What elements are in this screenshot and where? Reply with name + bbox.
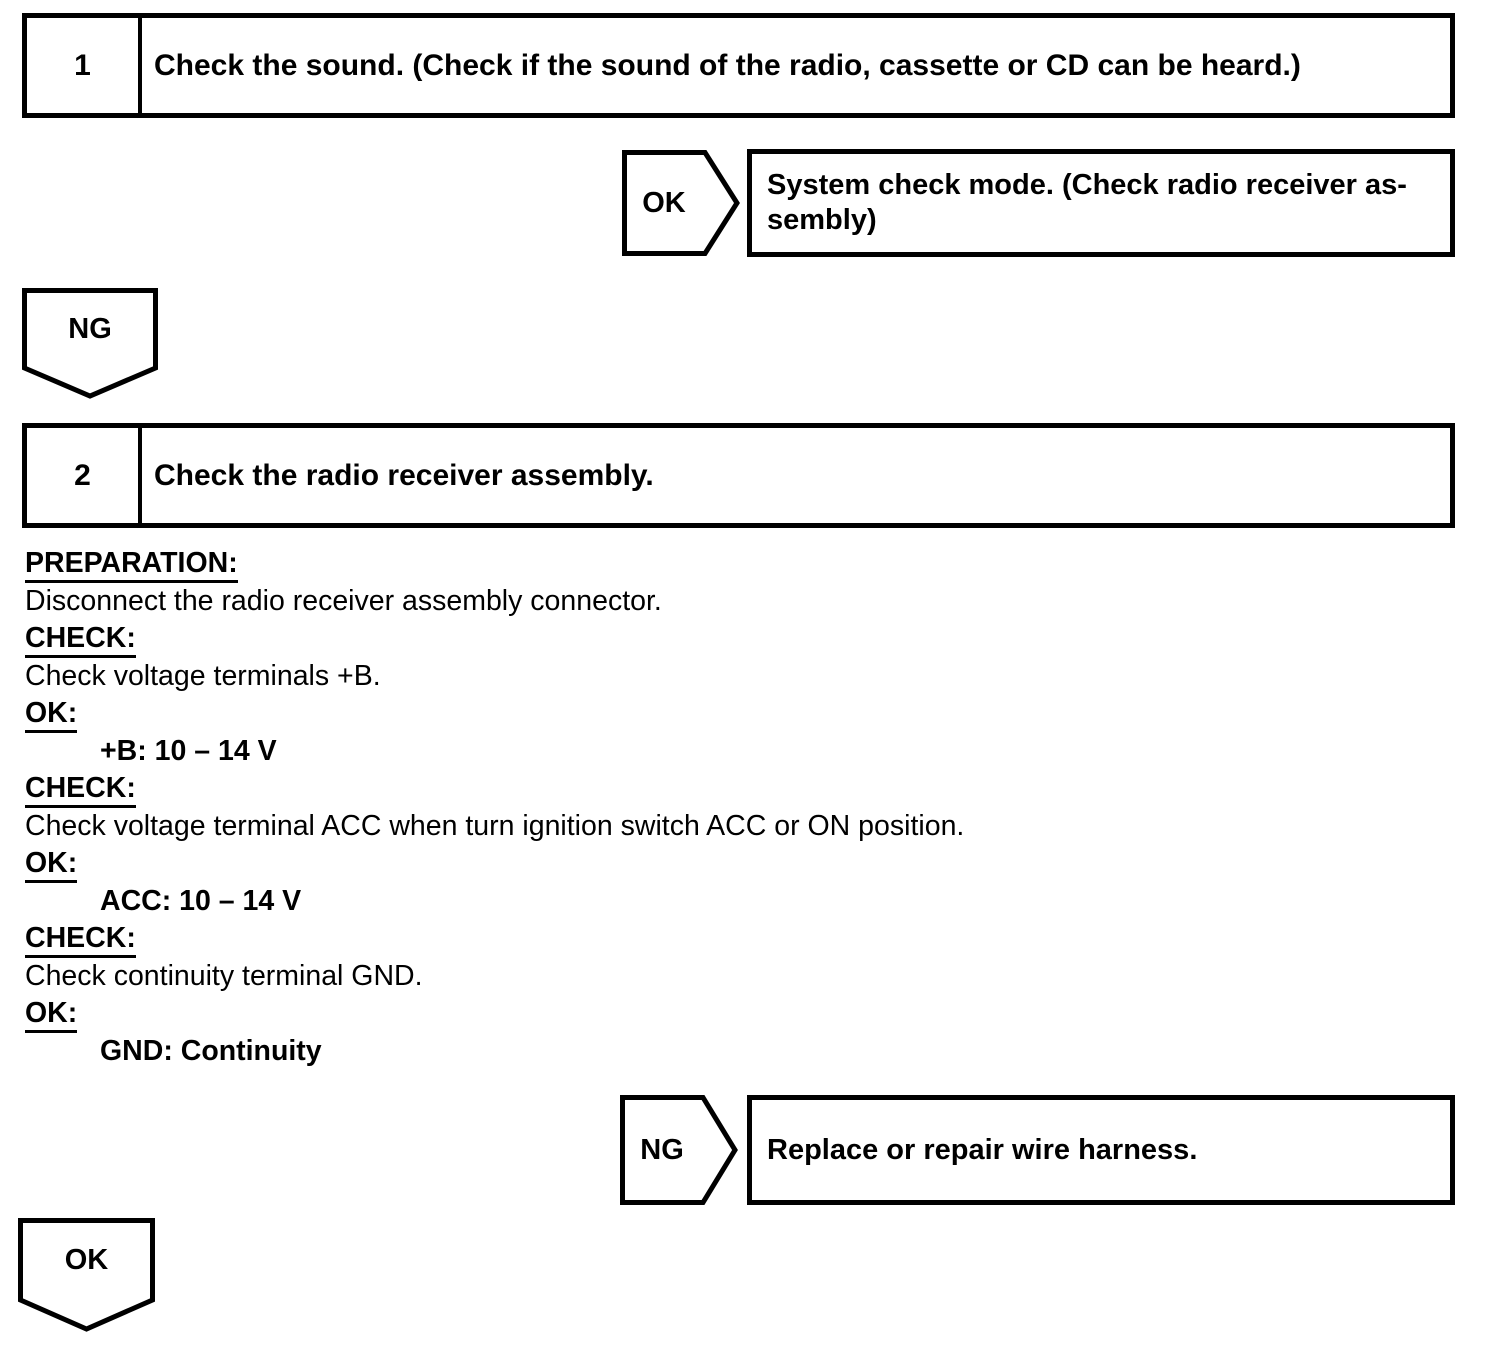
right-arrow-icon bbox=[622, 150, 740, 256]
procedure-line-check: CHECK: bbox=[25, 770, 1455, 808]
procedure-line: Check continuity terminal GND. bbox=[25, 960, 423, 992]
step-1-title: Check the sound. (Check if the sound of … bbox=[154, 48, 1301, 82]
procedure-line: Check voltage terminals +B. bbox=[25, 660, 381, 692]
step-2-box: 2 Check the radio receiver assembly. bbox=[22, 423, 1455, 528]
procedure-spec-value: +B: 10 – 14 V bbox=[100, 735, 277, 767]
procedure-line-ok: OK: bbox=[25, 695, 1455, 733]
step-1-number: 1 bbox=[27, 18, 142, 113]
procedure-line-check: CHECK: bbox=[25, 920, 1455, 958]
down-arrow-icon bbox=[22, 288, 158, 399]
procedure-line-ok: OK: bbox=[25, 995, 1455, 1033]
step-2-title: Check the radio receiver assembly. bbox=[154, 458, 654, 492]
ok-connector-arrow: OK bbox=[18, 1218, 155, 1333]
ok-connector-label: OK bbox=[64, 1243, 109, 1276]
ok-branch-label: OK bbox=[642, 186, 686, 219]
procedure-line: Disconnect the radio receiver assembly c… bbox=[25, 585, 662, 617]
system-check-result-box: System check mode. (Check radio receiver… bbox=[747, 149, 1455, 257]
ng-branch-label: NG bbox=[640, 1133, 684, 1166]
ng-connector-arrow: NG bbox=[22, 288, 158, 400]
ok-branch-arrow: OK bbox=[622, 150, 740, 256]
procedure-line-check: CHECK: bbox=[25, 620, 1455, 658]
replace-harness-result-box: Replace or repair wire harness. bbox=[747, 1095, 1455, 1205]
procedure-line-ok: OK: bbox=[25, 845, 1455, 883]
step-1-box: 1 Check the sound. (Check if the sound o… bbox=[22, 13, 1455, 118]
procedure-spec-value: GND: Continuity bbox=[100, 1035, 322, 1067]
step-2-number: 2 bbox=[27, 428, 142, 523]
down-arrow-icon bbox=[18, 1218, 155, 1332]
procedure-spec-value: ACC: 10 – 14 V bbox=[100, 885, 302, 917]
procedure-line-preparation: PREPARATION: bbox=[25, 545, 1455, 583]
procedure-line: Check voltage terminal ACC when turn ign… bbox=[25, 810, 965, 842]
procedure-text-block: PREPARATION: Disconnect the radio receiv… bbox=[25, 545, 1455, 1070]
right-arrow-icon bbox=[620, 1095, 738, 1205]
ng-branch-arrow: NG bbox=[620, 1095, 738, 1205]
ng-connector-label: NG bbox=[68, 312, 112, 345]
